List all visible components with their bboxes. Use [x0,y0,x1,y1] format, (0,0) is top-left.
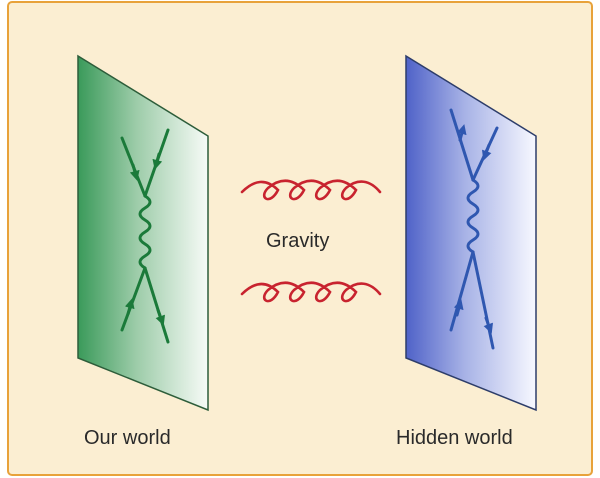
hidden-world-label: Hidden world [396,427,513,449]
feynman-right-icon [449,108,499,350]
our-world-label: Our world [84,427,171,449]
graviton-coil-lower-icon [240,281,382,303]
hidden-world-plane [405,54,537,412]
gravity-label: Gravity [266,230,330,252]
feynman-left-icon [120,128,170,344]
graviton-coil-upper-icon [240,179,382,201]
our-world-plane [77,54,209,412]
